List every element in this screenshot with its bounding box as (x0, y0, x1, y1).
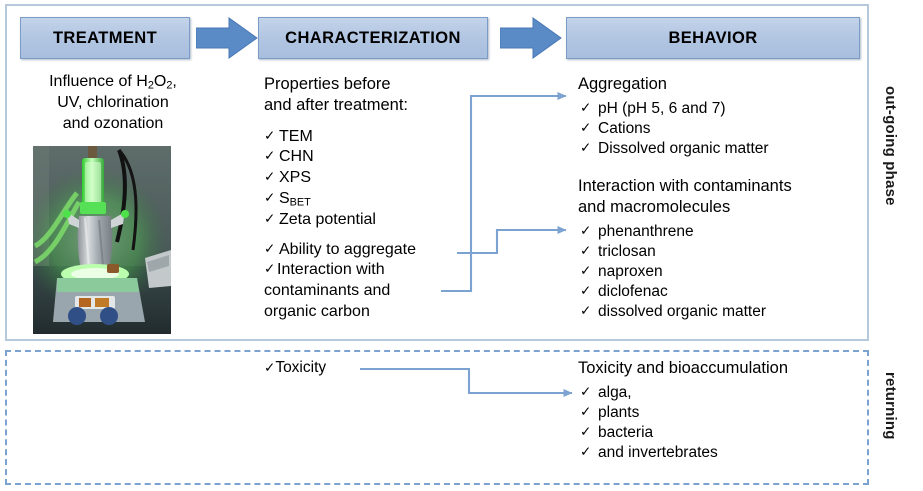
check-icon: ✓ (264, 148, 276, 164)
list-item-label: diclofenac (598, 283, 668, 301)
list-item-label: plants (598, 403, 640, 421)
behavior-column: Aggregation ✓ pH (pH 5, 6 and 7) ✓ Catio… (578, 74, 858, 322)
check-icon: ✓ (264, 360, 276, 375)
list-item-label: phenanthrene (598, 222, 694, 240)
check-icon: ✓ (580, 403, 592, 419)
check-icon: ✓ (264, 240, 276, 256)
list-item-label: and invertebrates (598, 444, 718, 462)
list-item-sbet: ✓ SBET (264, 189, 464, 210)
check-icon: ✓ (264, 210, 276, 226)
treatment-sub-1: 2 (147, 79, 154, 92)
interaction-line3: organic carbon (264, 302, 370, 320)
returning-left-label: Toxicity (275, 359, 327, 376)
interaction-line2: contaminants and (264, 282, 391, 300)
check-icon: ✓ (264, 189, 276, 205)
check-icon: ✓ (580, 383, 592, 399)
treatment-line1-pre: Influence of H (49, 73, 148, 90)
check-icon: ✓ (580, 444, 592, 460)
characterization-heading: Properties before and after treatment: (264, 74, 464, 116)
list-item: ✓ Dissolved organic matter (578, 139, 858, 159)
check-icon: ✓ (264, 261, 276, 277)
behavior-group2-list: ✓ phenanthrene ✓ triclosan ✓ naproxen ✓ … (578, 222, 858, 323)
header-behavior: BEHAVIOR (566, 17, 860, 59)
header-characterization: CHARACTERIZATION (258, 17, 488, 59)
list-item-label: naproxen (598, 263, 663, 281)
returning-list: ✓ alga, ✓ plants ✓ bacteria ✓ and invert… (578, 383, 858, 464)
characterization-interaction-cont: contaminants and organic carbon (264, 281, 464, 323)
behavior-group2-title-line1: Interaction with contaminants (578, 177, 792, 196)
check-icon: ✓ (580, 424, 592, 440)
treatment-column: Influence of H2O2, UV, chlorination and … (18, 72, 208, 134)
list-item: ✓ CHN (264, 147, 464, 168)
check-icon: ✓ (580, 283, 592, 299)
list-item: ✓ bacteria (578, 423, 858, 443)
list-item: ✓ diclofenac (578, 282, 858, 302)
check-icon: ✓ (264, 169, 276, 185)
list-item: ✓ alga, (578, 383, 858, 403)
treatment-text: Influence of H2O2, UV, chlorination and … (18, 72, 208, 134)
characterization-heading-line2: and after treatment: (264, 95, 408, 114)
behavior-group1-list: ✓ pH (pH 5, 6 and 7) ✓ Cations ✓ Dissolv… (578, 99, 858, 159)
behavior-group1-title: Aggregation (578, 75, 667, 93)
list-item-label: S (279, 189, 290, 207)
list-item: ✓ Cations (578, 119, 858, 139)
header-treatment: TREATMENT (20, 17, 190, 59)
returning-title: Toxicity and bioaccumulation (578, 359, 789, 377)
characterization-heading-line1: Properties before (264, 75, 391, 93)
list-item-label: bacteria (598, 424, 654, 442)
behavior-group2-title-line2: and macromolecules (578, 197, 731, 216)
list-item-label: Ability to aggregate (279, 240, 416, 258)
list-item: ✓ XPS (264, 168, 464, 189)
characterization-list-secondary: ✓ Ability to aggregate ✓ Interaction wit… (264, 240, 464, 282)
check-icon: ✓ (580, 140, 592, 156)
treatment-sub-2: 2 (166, 79, 173, 92)
list-item: ✓ plants (578, 403, 858, 423)
list-item-label: CHN (279, 148, 314, 166)
list-item-label: XPS (279, 169, 312, 187)
list-item-label: alga, (598, 383, 632, 401)
check-icon: ✓ (580, 263, 592, 279)
list-item: ✓ and invertebrates (578, 443, 858, 463)
list-item: ✓ Zeta potential (264, 210, 464, 231)
list-item-label: Dissolved organic matter (598, 140, 769, 158)
treatment-line2: UV, chlorination (57, 94, 169, 112)
list-item-interaction: ✓ Interaction with (264, 260, 464, 281)
characterization-list: ✓ TEM ✓ CHN ✓ XPS ✓ SBET ✓ Zeta potentia… (264, 127, 464, 231)
outgoing-phase-label: out-going phase (882, 86, 899, 206)
spacer (264, 231, 464, 240)
photo-uv-reactor (33, 146, 171, 334)
list-item-label: Zeta potential (279, 210, 376, 228)
list-item: ✓ naproxen (578, 262, 858, 282)
check-icon: ✓ (580, 99, 592, 115)
list-item: ✓ triclosan (578, 242, 858, 262)
treatment-line1-post: , (172, 73, 177, 90)
list-item: ✓ phenanthrene (578, 222, 858, 242)
list-item-label: Cations (598, 119, 651, 137)
characterization-column: Properties before and after treatment: ✓… (264, 74, 464, 323)
list-item-label: dissolved organic matter (598, 303, 766, 321)
list-item: ✓ TEM (264, 127, 464, 148)
list-item: ✓ dissolved organic matter (578, 302, 858, 322)
check-icon: ✓ (580, 242, 592, 258)
list-item-label: TEM (279, 127, 313, 145)
sbet-subscript: BET (289, 196, 311, 209)
check-icon: ✓ (264, 127, 276, 143)
returning-toxicity-source: ✓Toxicity (264, 359, 326, 377)
block-arrow-right-icon-2 (499, 16, 562, 60)
check-icon: ✓ (580, 119, 592, 135)
list-item-aggregate: ✓ Ability to aggregate (264, 240, 464, 261)
treatment-line3: and ozonation (62, 114, 164, 132)
list-item-label: pH (pH 5, 6 and 7) (598, 99, 726, 117)
spacer (578, 159, 858, 176)
block-arrow-right-icon-1 (195, 16, 258, 60)
treatment-line1-mid: O (153, 73, 167, 90)
list-item: ✓ pH (pH 5, 6 and 7) (578, 99, 858, 119)
check-icon: ✓ (580, 222, 592, 238)
returning-column: Toxicity and bioaccumulation ✓ alga, ✓ p… (578, 358, 858, 463)
behavior-group2-title: Interaction with contaminants and macrom… (578, 176, 858, 218)
check-icon: ✓ (580, 303, 592, 319)
returning-phase-label: returning (882, 372, 899, 440)
list-item-label: triclosan (598, 242, 656, 260)
list-item-label: Interaction with (277, 261, 385, 279)
